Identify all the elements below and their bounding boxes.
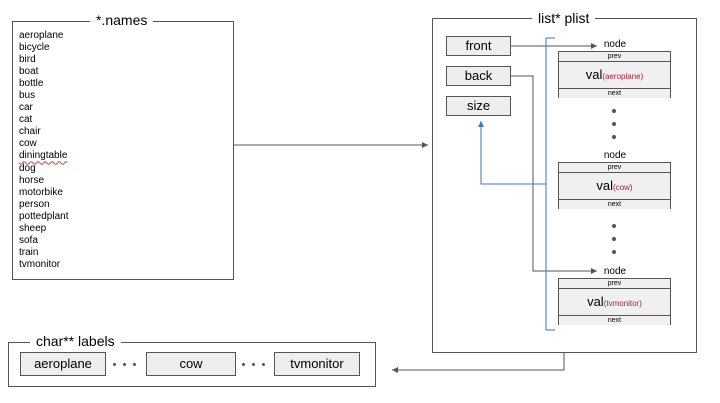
node-next: next [559,315,670,325]
list-item: bus [19,90,36,102]
list-item: dog [19,162,36,174]
node-prev: prev [559,163,670,173]
node-aeroplane: prev val(aeroplane) next [558,51,671,98]
node-next: next [559,199,670,209]
list-item: diningtable [19,150,69,162]
arrow-plist-to-labels [392,353,565,373]
list-item: pottedplant [19,210,69,222]
names-title: *.names [90,12,154,28]
node-label: node [603,150,627,161]
list-item: chair [19,126,41,138]
ellipsis-dot [612,109,616,113]
list-item: car [19,102,33,114]
node-val: val(tvmonitor) [559,289,670,315]
list-item: tvmonitor [19,258,61,270]
node-val-text: val [587,294,604,309]
list-item: sofa [19,234,38,246]
node-val-text: val [596,178,614,193]
node-val-sub: (aeroplane) [602,72,644,81]
label-cow: cow [146,352,236,376]
list-item: horse [19,174,45,186]
list-item: train [19,246,39,258]
ellipsis-dot [133,363,136,366]
ellipsis-dot [252,363,255,366]
list-item: cat [19,114,33,126]
labels-title: char** labels [30,333,121,349]
node-tvmonitor: prev val(tvmonitor) next [558,278,671,325]
label-tvmonitor: tvmonitor [274,352,360,376]
node-val-text: val [585,67,603,82]
list-item: boat [19,66,39,78]
size-button: size [446,96,511,116]
list-item: bicycle [19,42,50,54]
list-item-text: diningtable [19,150,68,162]
node-val: val(cow) [559,173,670,199]
front-button: front [446,36,511,56]
node-label: node [603,266,627,277]
ellipsis-dot [612,237,616,241]
node-next: next [559,88,670,98]
ellipsis-dot [242,363,245,366]
ellipsis-dot [113,363,116,366]
list-item: person [19,198,50,210]
ellipsis-dot [612,224,616,228]
list-item: aeroplane [19,30,64,41]
ellipsis-dot [612,250,616,254]
node-prev: prev [559,52,670,62]
list-item: bird [19,54,36,66]
node-prev: prev [559,279,670,289]
names-box [12,21,234,280]
node-val: val(aeroplane) [559,62,670,88]
list-item: bottle [19,78,44,90]
ellipsis-dot [262,363,265,366]
ellipsis-dot [612,122,616,126]
node-val-sub: (tvmonitor) [603,299,642,308]
names-list: aeroplane bicycle bird boat bottle bus c… [19,30,69,271]
node-label: node [603,39,627,50]
list-item: sheep [19,222,47,234]
label-aeroplane: aeroplane [20,352,106,376]
list-item: motorbike [19,186,63,198]
list-item: cow [19,138,37,150]
node-cow: prev val(cow) next [558,162,671,209]
plist-title: list* plist [532,10,596,26]
node-val-sub: (cow) [613,183,633,192]
ellipsis-dot [123,363,126,366]
ellipsis-dot [612,135,616,139]
back-button: back [446,66,511,86]
